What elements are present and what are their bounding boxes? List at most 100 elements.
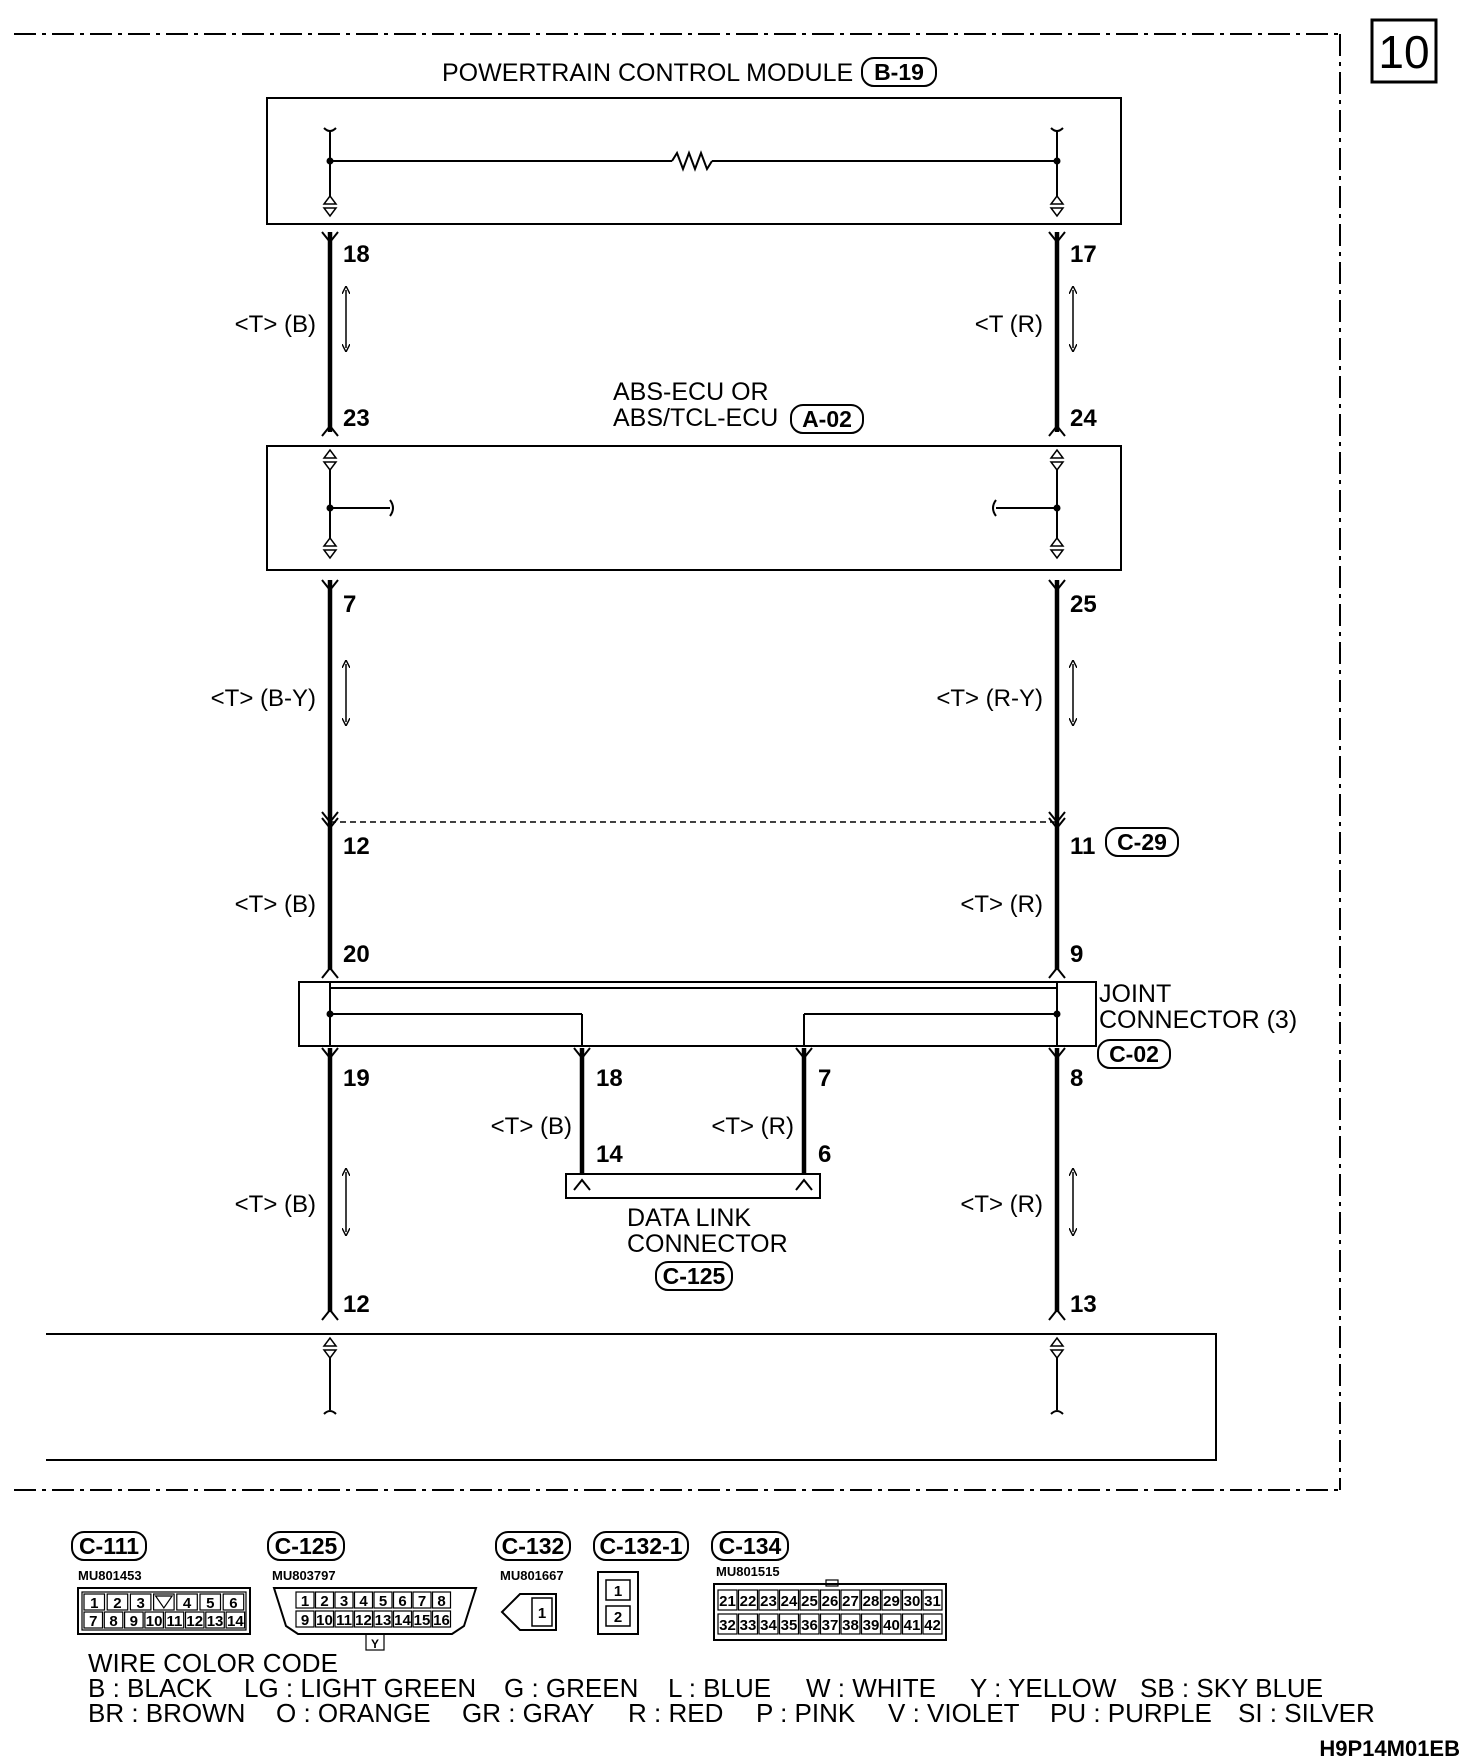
c125-cell: 8 [437, 1593, 445, 1610]
legend-entry: SI : SILVER [1238, 1698, 1375, 1728]
c125-key-label: Y [371, 1637, 379, 1651]
c125-cell: 9 [301, 1612, 309, 1629]
c125-label: C-125 [275, 1533, 338, 1559]
pin-label: 12 [343, 1291, 370, 1318]
c1321-cell: 1 [614, 1583, 622, 1600]
pin-label: 8 [1070, 1065, 1083, 1092]
bottom-module-box [46, 1333, 1217, 1461]
c111-cell: 12 [186, 1613, 203, 1630]
c134-cell: 21 [719, 1593, 736, 1610]
pin-label: 25 [1070, 591, 1097, 618]
pin-label: 11 [1070, 833, 1095, 860]
legend-entry: O : ORANGE [276, 1698, 431, 1728]
pin-numbers: 18 17 23 24 7 25 12 11 20 9 19 18 7 8 14… [343, 241, 1097, 1318]
c125-cell: 4 [359, 1593, 368, 1610]
page-number: 10 [1378, 26, 1429, 78]
abs-connector-label: A-02 [802, 406, 852, 432]
c111-blank-slot [154, 1595, 174, 1610]
c125-cell: 7 [418, 1593, 426, 1610]
c134-cell: 39 [863, 1617, 880, 1634]
legend-entry: LG : LIGHT GREEN [244, 1673, 476, 1703]
c125-cell: 14 [394, 1612, 411, 1629]
joint-connector-block: JOINT CONNECTOR (3) C-02 [298, 980, 1297, 1069]
legend-entry: V : VIOLET [888, 1698, 1020, 1728]
c111-cell: 3 [136, 1595, 144, 1612]
joint-title-line1: JOINT [1099, 980, 1171, 1008]
c134-cell: 42 [924, 1617, 941, 1634]
c125-cell: 1 [301, 1593, 309, 1610]
c111-cell: 2 [113, 1595, 121, 1612]
bottom-module-block [46, 1333, 1217, 1461]
c134-cell: 29 [883, 1593, 900, 1610]
signal-direction-arrows [346, 290, 1073, 1232]
pin-label: 20 [343, 941, 370, 968]
c111-cell: 4 [183, 1595, 192, 1612]
c111-cell: 14 [227, 1613, 244, 1630]
connector-c132: C-132 MU801667 1 [495, 1531, 571, 1631]
abs-ecu-block: ABS-ECU OR ABS/TCL-ECU A-02 [266, 378, 1122, 571]
connector-ticks [321, 231, 1066, 1321]
pcm-connector-label: B-19 [874, 59, 924, 85]
c111-cell: 5 [206, 1595, 214, 1612]
c111-label: C-111 [79, 1533, 139, 1559]
c134-cell: 38 [842, 1617, 859, 1634]
pin-label: 14 [596, 1141, 623, 1168]
abs-title-line2: ABS/TCL-ECU [613, 404, 778, 432]
c125-cell: 6 [398, 1593, 406, 1610]
dlc-connector-label: C-125 [663, 1263, 726, 1289]
c134-cell: 36 [801, 1617, 818, 1634]
legend-entry: PU : PURPLE [1050, 1698, 1212, 1728]
c134-part-number: MU801515 [716, 1564, 780, 1579]
wire-label: <T> (B) [235, 311, 316, 338]
c134-cell: 27 [842, 1593, 859, 1610]
joint-connector-badge [1097, 1039, 1171, 1069]
pin-label: 17 [1070, 241, 1097, 268]
joint-title-line2: CONNECTOR (3) [1099, 1006, 1297, 1034]
wire-color-labels: <T> (B) <T (R) <T> (B-Y) <T> (R-Y) <T> (… [211, 311, 1043, 1218]
legend-entry: BR : BROWN [88, 1698, 245, 1728]
c134-cell: 31 [924, 1593, 941, 1610]
abs-title-line1: ABS-ECU OR [613, 378, 769, 406]
c125-cell: 10 [316, 1612, 333, 1629]
pcm-block: POWERTRAIN CONTROL MODULE B-19 [266, 57, 1122, 225]
legend-entry: Y : YELLOW [970, 1673, 1117, 1703]
c125-cell: 12 [355, 1612, 372, 1629]
pcm-connector-badge [861, 57, 937, 87]
c134-label: C-134 [719, 1533, 782, 1559]
legend-entry: SB : SKY BLUE [1140, 1673, 1323, 1703]
c134-cell: 28 [863, 1593, 880, 1610]
data-link-connector-block: DATA LINK CONNECTOR C-125 [565, 1173, 821, 1291]
legend-entry: P : PINK [756, 1698, 856, 1728]
c134-cell: 24 [781, 1593, 798, 1610]
pin-label: 18 [343, 241, 370, 268]
pin-label: 7 [343, 591, 356, 618]
pin-label: 12 [343, 833, 370, 860]
pin-label: 13 [1070, 1291, 1097, 1318]
connector-c1321: C-132-1 1 2 [593, 1531, 689, 1635]
abs-connector-badge [790, 404, 864, 434]
c1321-label: C-132-1 [599, 1533, 682, 1559]
data-link-connector-box [565, 1173, 821, 1199]
c111-cell: 9 [130, 1613, 138, 1630]
c132-label: C-132 [502, 1533, 565, 1559]
wire-trunks [327, 232, 1060, 1312]
c134-cell: 40 [883, 1617, 900, 1634]
legend-entry: W : WHITE [806, 1673, 936, 1703]
c125-cell: 5 [379, 1593, 387, 1610]
legend-entry: GR : GRAY [462, 1698, 594, 1728]
legend-entry: B : BLACK [88, 1673, 213, 1703]
c134-cell: 33 [740, 1617, 757, 1634]
c132-part-number: MU801667 [500, 1568, 564, 1583]
wire-label: <T> (B) [491, 1113, 572, 1140]
legend-title: WIRE COLOR CODE [88, 1648, 338, 1678]
c125-part-number: MU803797 [272, 1568, 336, 1583]
wire-color-legend: WIRE COLOR CODE B : BLACK LG : LIGHT GREE… [88, 1648, 1375, 1728]
c111-part-number: MU801453 [78, 1568, 142, 1583]
wire-label: <T> (B) [235, 891, 316, 918]
c125-cell: 16 [433, 1612, 450, 1629]
figure-code: H9P14M01EB [1319, 1736, 1460, 1761]
wire-label: <T> (R) [960, 1191, 1043, 1218]
pin-label: 23 [343, 405, 370, 432]
